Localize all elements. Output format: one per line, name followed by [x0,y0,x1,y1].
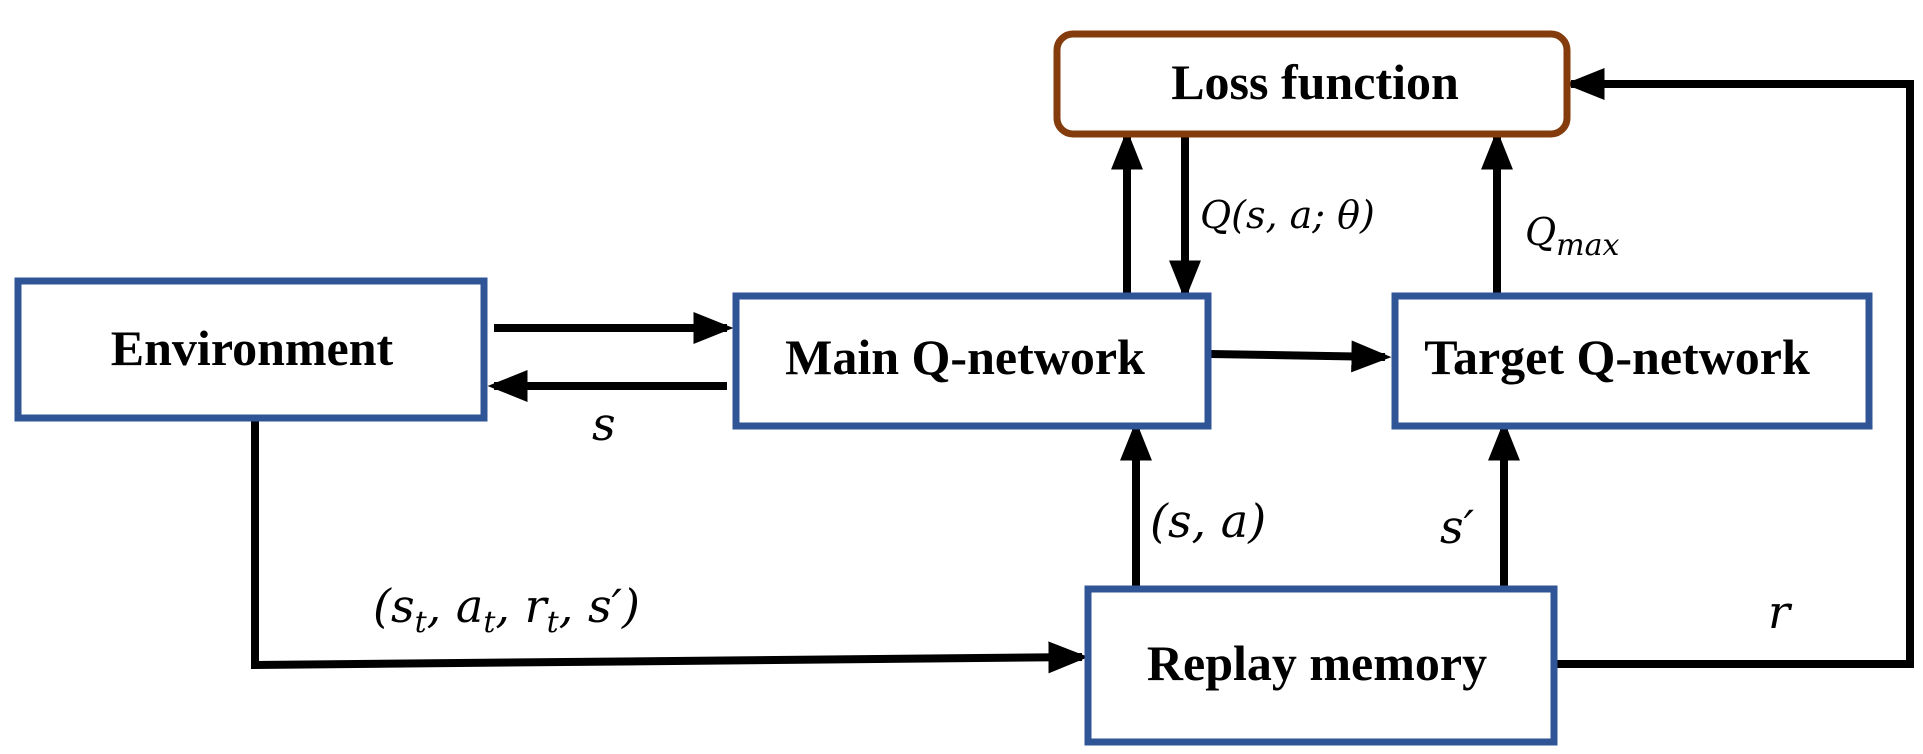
transition-action: a [456,579,483,633]
target-q-network-node: Target Q-network [1391,292,1873,430]
main-q-network-label: Main Q-network [785,329,1145,385]
loss-function-node: Loss function [1053,30,1571,138]
transition-open-paren: ( [373,579,392,633]
edge-environment-to-replay [251,420,1089,674]
label-reward: r [1768,585,1793,639]
environment-node: Environment [14,277,488,422]
label-q-max: Qmax [1525,210,1619,263]
transition-close-paren: ) [621,579,640,633]
transition-reward: r [525,579,550,633]
environment-label: Environment [111,320,394,376]
transition-action-sub: t [483,605,496,640]
transition-sep-2: , [495,579,524,633]
edge-main-q-to-target-q [1209,340,1392,373]
loss-function-label: Loss function [1171,54,1459,110]
transition-sep-1: , [427,579,456,633]
main-q-network-node: Main Q-network [732,292,1212,430]
transition-sep-3: , [559,579,588,633]
edges [251,68,1914,674]
label-state-action: (s, a) [1150,494,1266,548]
label-transition: (st, at, rt, s′) [373,579,640,640]
label-q-max-subscript: max [1556,228,1619,263]
label-state: s [592,397,616,451]
transition-reward-sub: t [547,605,560,640]
edge-labels: s Q(s, a; θ) Qmax (s, a) s′ r (st, at, r… [373,193,1793,640]
label-next-state: s′ [1440,500,1475,554]
label-q-max-base: Q [1525,210,1556,254]
replay-memory-node: Replay memory [1084,585,1558,746]
label-q-value: Q(s, a; θ) [1200,193,1375,237]
replay-memory-label: Replay memory [1147,635,1487,691]
transition-next-state: s′ [588,579,623,633]
target-q-network-label: Target Q-network [1424,329,1810,385]
transition-state-sub: t [415,605,428,640]
transition-state: s [391,579,415,633]
edge-replay-to-loss [1555,68,1914,668]
